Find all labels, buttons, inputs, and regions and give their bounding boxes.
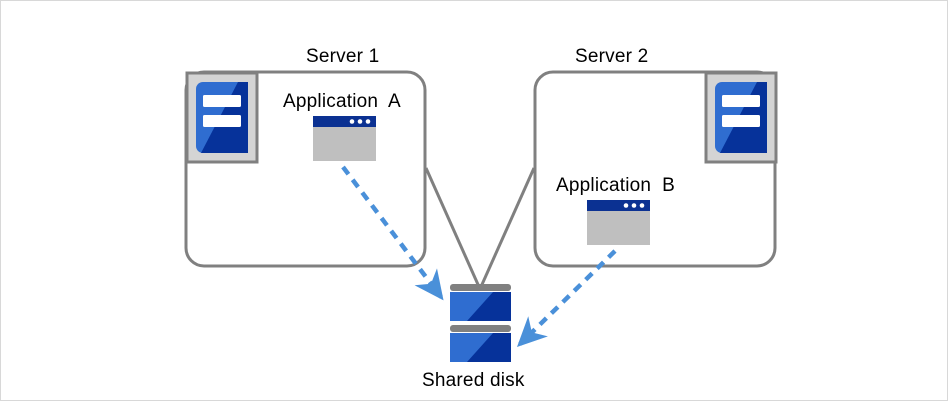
arrow-app-b-to-disk <box>516 249 617 347</box>
application-a-window-icon <box>313 116 376 161</box>
server-1-rack-icon <box>185 71 259 164</box>
application-b-label: Application B <box>556 175 675 196</box>
arrow-app-a-to-disk <box>341 165 444 301</box>
server-1-label: Server 1 <box>306 46 380 67</box>
application-a-label: Application A <box>283 91 401 112</box>
server-2-rack-icon <box>704 71 778 164</box>
shared-disk-icon <box>450 284 511 362</box>
server-2-label: Server 2 <box>575 46 649 67</box>
connector-server-1-to-disk <box>424 167 482 290</box>
shared-disk-label: Shared disk <box>422 370 525 391</box>
application-b-window-icon <box>587 200 650 245</box>
connector-server-2-to-disk <box>478 167 536 290</box>
